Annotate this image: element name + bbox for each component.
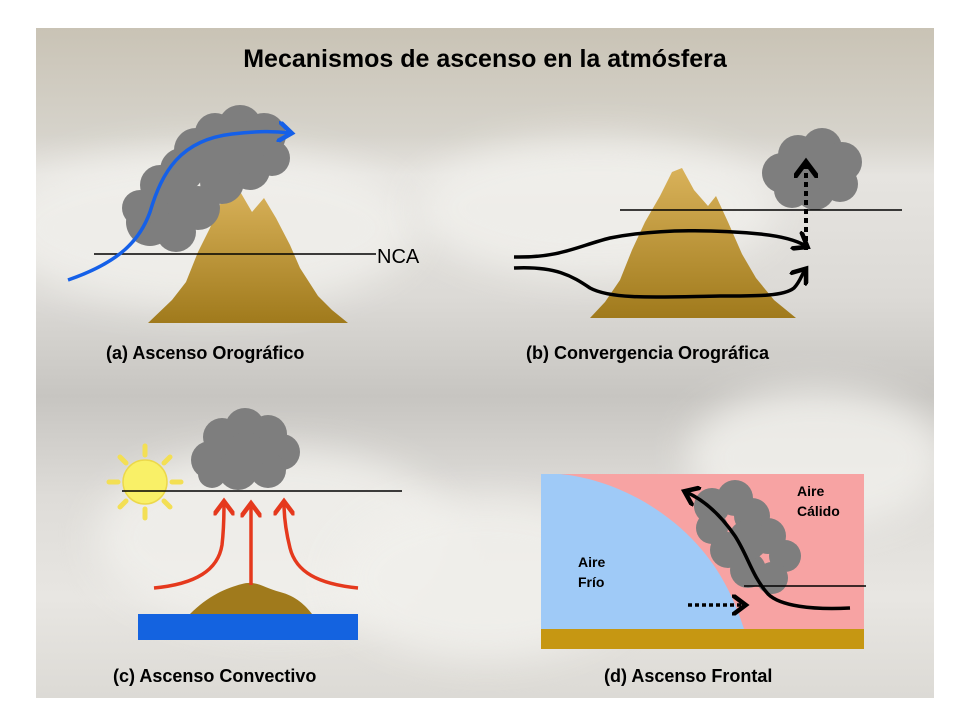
- convergence-flow-lower: [513, 268, 805, 299]
- panel-c: [106, 408, 402, 640]
- caption-b: (b) Convergencia Orográfica: [526, 343, 770, 363]
- orographic-lift-arrow: [67, 132, 290, 282]
- page-title: Mecanismos de ascenso en la atmósfera: [243, 45, 727, 73]
- cloud: [122, 105, 290, 252]
- convergence-flow-upper: [513, 228, 806, 259]
- ground: [541, 629, 864, 649]
- cold-air-mass: [541, 474, 744, 629]
- nca-label: NCA: [377, 246, 420, 268]
- cloud: [762, 128, 862, 210]
- mountain: [148, 188, 348, 323]
- cloud: [694, 480, 801, 594]
- water-surface: [138, 614, 358, 640]
- mountain: [590, 168, 796, 318]
- island: [190, 582, 312, 614]
- cloud: [191, 408, 300, 490]
- panel-b: [513, 128, 902, 318]
- caption-a: (a) Ascenso Orográfico: [106, 343, 305, 363]
- convective-arrow-left: [153, 503, 224, 590]
- cold-air-label: Aire Frío: [578, 554, 609, 590]
- caption-d: (d) Ascenso Frontal: [604, 666, 773, 686]
- warm-air-label: Aire Cálido: [797, 483, 840, 519]
- frontal-lift-arrow: [686, 492, 851, 611]
- sun-icon: [106, 443, 184, 521]
- convective-arrow-right: [284, 503, 359, 590]
- panel-a: NCA: [67, 105, 420, 323]
- caption-c: (c) Ascenso Convectivo: [113, 666, 317, 686]
- panel-d: Aire Frío Aire Cálido: [541, 474, 866, 649]
